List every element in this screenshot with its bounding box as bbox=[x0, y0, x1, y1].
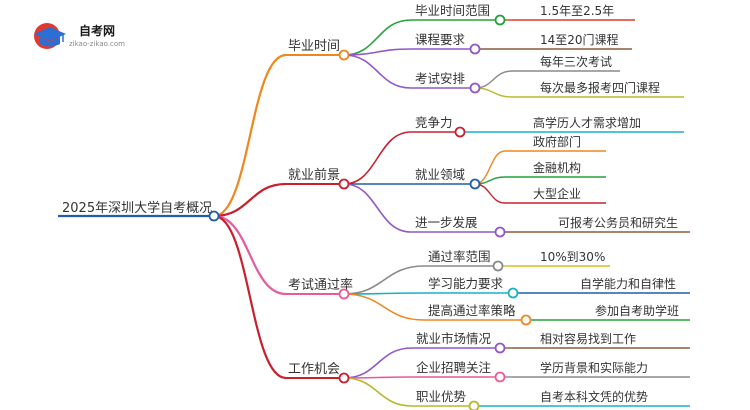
child-node-dot[interactable] bbox=[469, 82, 481, 94]
child-connector bbox=[343, 377, 413, 407]
child-connector bbox=[343, 48, 412, 56]
branch-connector bbox=[213, 182, 287, 218]
child-label: 就业市场情况 bbox=[416, 331, 492, 346]
child-label: 通过率范围 bbox=[428, 249, 491, 264]
branch-node-dot[interactable] bbox=[338, 372, 350, 384]
leaf-label: 大型企业 bbox=[533, 186, 581, 201]
leaf-label: 可报考公务员和研究生 bbox=[558, 215, 678, 230]
child-connector bbox=[343, 293, 425, 321]
child-connector bbox=[343, 54, 412, 89]
leaf-label: 每次最多报考四门课程 bbox=[540, 80, 660, 95]
branch-node-dot[interactable] bbox=[338, 178, 350, 190]
leaf-label: 自考本科文凭的优势 bbox=[540, 389, 648, 404]
leaf-label: 自学能力和自律性 bbox=[580, 276, 676, 291]
child-node-dot[interactable] bbox=[494, 226, 506, 238]
child-label: 毕业时间范围 bbox=[415, 3, 490, 18]
branch-label: 工作机会 bbox=[288, 362, 340, 377]
branch-node-dot[interactable] bbox=[338, 49, 350, 61]
child-label: 就业领域 bbox=[415, 167, 465, 182]
child-node-dot[interactable] bbox=[494, 14, 506, 26]
leaf-label: 金融机构 bbox=[533, 160, 581, 175]
branch-label: 就业前景 bbox=[288, 167, 340, 183]
logo: 自考网 zikao-zikao.com bbox=[34, 23, 125, 49]
child-node-dot[interactable] bbox=[494, 342, 506, 354]
child-connector bbox=[343, 183, 412, 233]
branch-node-dot[interactable] bbox=[338, 288, 350, 300]
leaf-label: 政府部门 bbox=[533, 134, 581, 149]
root-label: 2025年深圳大学自考概况 bbox=[62, 200, 212, 216]
leaf-connector bbox=[474, 87, 513, 98]
child-node-dot[interactable] bbox=[520, 314, 532, 326]
branch-connector bbox=[213, 214, 287, 380]
child-label: 企业招聘关注 bbox=[416, 360, 492, 375]
leaf-label: 参加自考助学班 bbox=[595, 303, 679, 318]
child-label: 考试安排 bbox=[415, 71, 466, 86]
child-node-dot[interactable] bbox=[454, 126, 466, 138]
branch-label: 毕业时间 bbox=[288, 39, 340, 54]
graduation-cap-icon bbox=[34, 23, 66, 49]
leaf-label: 1.5年至2.5年 bbox=[540, 4, 614, 18]
child-label: 课程要求 bbox=[415, 32, 466, 47]
branch-label: 考试通过率 bbox=[288, 277, 353, 293]
logo-title: 自考网 bbox=[79, 23, 115, 38]
leaf-label: 每年三次考试 bbox=[540, 54, 612, 69]
child-label: 进一步发展 bbox=[415, 215, 478, 230]
leaf-label: 学历背景和实际能力 bbox=[540, 360, 648, 375]
child-connector bbox=[343, 265, 425, 295]
logo-url: zikao-zikao.com bbox=[69, 40, 125, 48]
connector-lines bbox=[58, 19, 690, 407]
child-label: 职业优势 bbox=[416, 389, 467, 404]
child-node-dot[interactable] bbox=[507, 287, 519, 299]
branch-connector bbox=[213, 53, 287, 218]
leaf-label: 高学历人才需求增加 bbox=[533, 115, 641, 130]
child-node-dot[interactable] bbox=[469, 178, 481, 190]
child-label: 学习能力要求 bbox=[428, 276, 504, 291]
leaf-label: 14至20门课程 bbox=[540, 32, 619, 47]
child-label: 竞争力 bbox=[415, 115, 453, 130]
child-node-dot[interactable] bbox=[468, 400, 480, 410]
child-label: 提高通过率策略 bbox=[428, 303, 516, 318]
child-connector bbox=[343, 347, 413, 379]
leaf-connector bbox=[474, 150, 506, 185]
root-node-dot[interactable] bbox=[208, 210, 220, 222]
child-connector bbox=[343, 131, 412, 185]
child-connector bbox=[343, 19, 412, 56]
branch-connector bbox=[213, 214, 287, 296]
leaf-label: 10%到30% bbox=[540, 250, 605, 264]
child-node-dot[interactable] bbox=[494, 371, 506, 383]
leaf-label: 相对容易找到工作 bbox=[540, 331, 636, 346]
child-node-dot[interactable] bbox=[492, 260, 504, 272]
leaf-connector bbox=[474, 70, 513, 89]
child-node-dot[interactable] bbox=[469, 43, 481, 55]
